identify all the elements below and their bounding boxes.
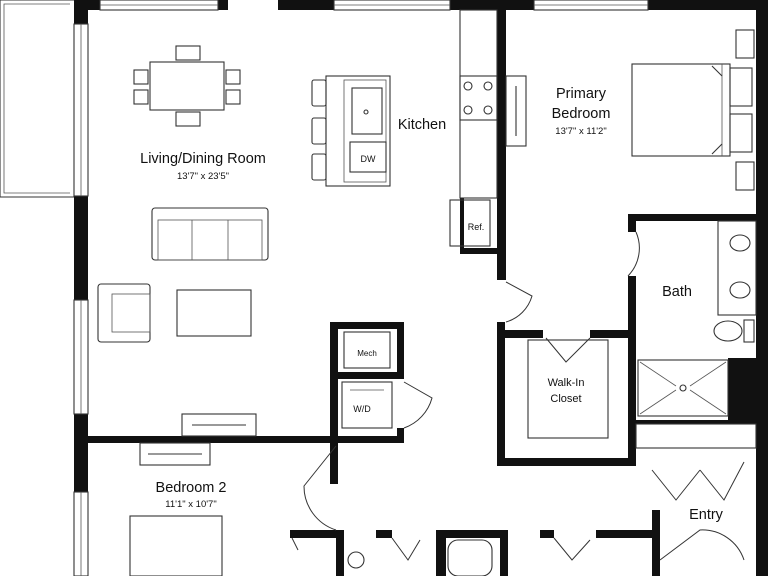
mechanical-unit-icon bbox=[343, 331, 391, 369]
living-room-dimensions: 13'7" x 23'5" bbox=[177, 171, 229, 182]
toilet-icon bbox=[713, 319, 755, 343]
vanity-icon bbox=[717, 220, 757, 316]
primary-bed-icon bbox=[631, 29, 755, 191]
refrigerator-label: Ref. bbox=[468, 222, 485, 232]
kitchen-counter-icon bbox=[449, 9, 527, 247]
media-console-icon bbox=[181, 413, 257, 437]
entry-closet-icon bbox=[635, 423, 757, 449]
bed-2-icon bbox=[129, 515, 223, 576]
bar-stools-icon bbox=[311, 79, 327, 181]
entry-label: Entry bbox=[689, 507, 724, 523]
primary-bedroom-label-line2: Bedroom bbox=[552, 106, 611, 122]
bedroom-2-label: Bedroom 2 bbox=[156, 480, 227, 496]
bedroom-2-dimensions: 11'1" x 10'7" bbox=[165, 499, 216, 510]
dresser-icon bbox=[139, 442, 211, 466]
washer-dryer-label: W/D bbox=[353, 404, 371, 414]
bath-label: Bath bbox=[662, 284, 692, 300]
washer-dryer-icon bbox=[341, 381, 393, 429]
bathroom-2-fixtures-icon bbox=[347, 539, 493, 576]
sofa-icon bbox=[151, 207, 269, 261]
coffee-table-icon bbox=[176, 289, 252, 337]
windows bbox=[73, 0, 649, 576]
armchair-icon bbox=[97, 283, 151, 343]
kitchen-island-icon bbox=[325, 75, 391, 187]
dining-table-icon bbox=[133, 45, 241, 127]
closet-label-line1: Walk-In bbox=[548, 377, 585, 389]
balcony bbox=[0, 0, 74, 198]
primary-bedroom-label-line1: Primary bbox=[556, 86, 607, 102]
living-room-label: Living/Dining Room bbox=[140, 151, 266, 167]
doors bbox=[291, 231, 745, 561]
closet-label-line2: Closet bbox=[550, 393, 581, 405]
kitchen-label: Kitchen bbox=[398, 117, 446, 133]
walls bbox=[74, 0, 768, 576]
dishwasher-label: DW bbox=[361, 154, 376, 164]
mechanical-label: Mech bbox=[357, 349, 377, 358]
closet-shelving-icon bbox=[527, 339, 609, 439]
shower-icon bbox=[637, 359, 729, 417]
primary-bedroom-dimensions: 13'7" x 11'2" bbox=[555, 126, 606, 137]
